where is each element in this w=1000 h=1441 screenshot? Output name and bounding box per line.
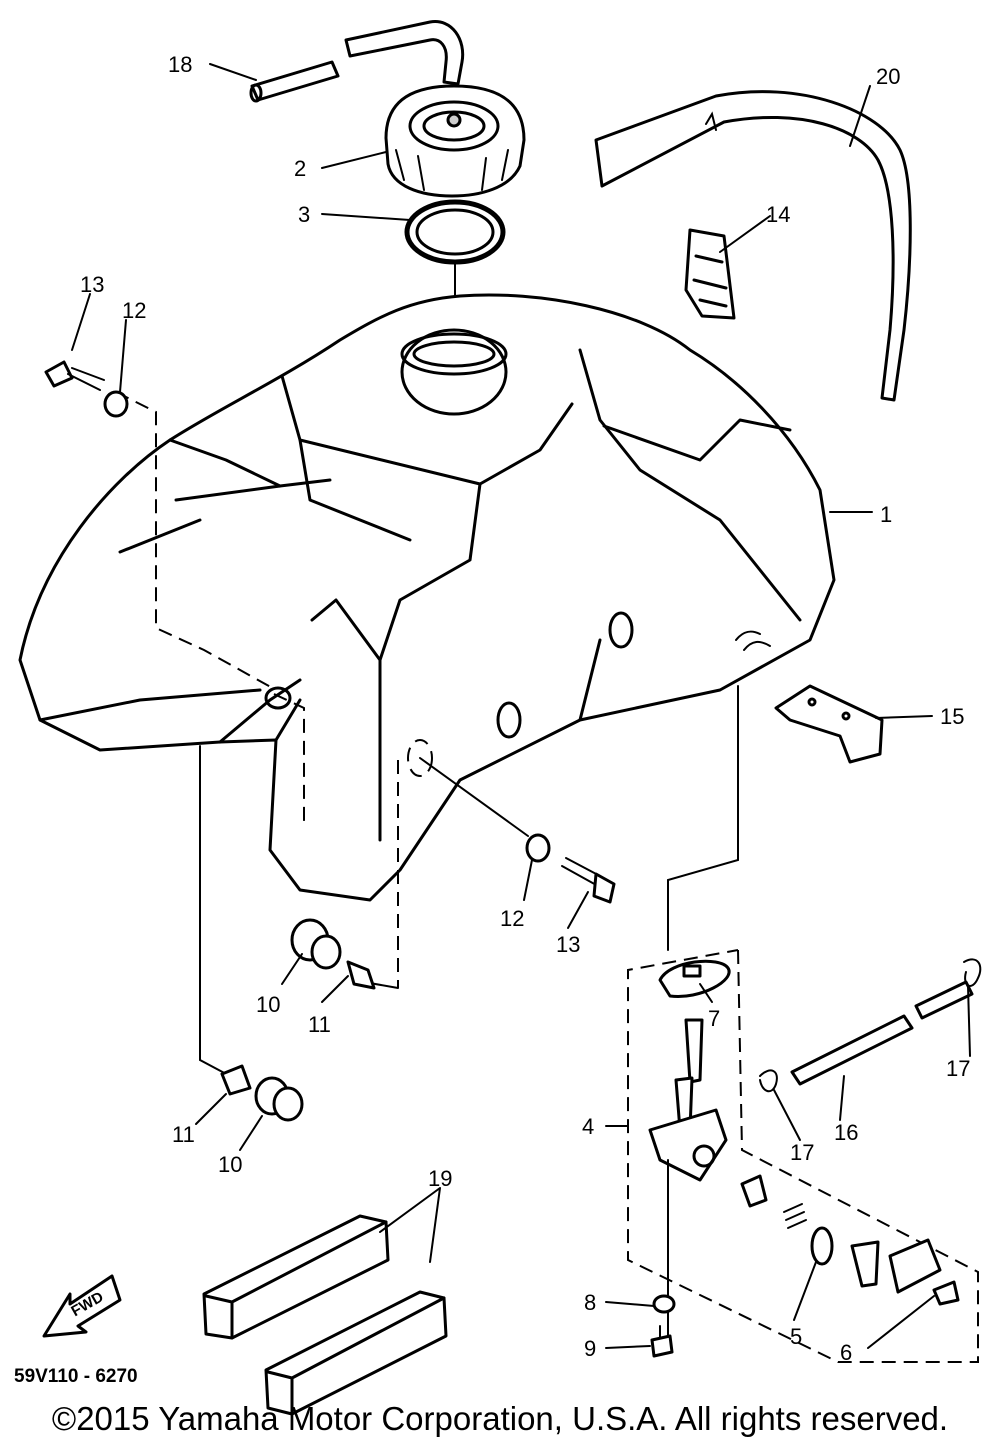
part-3-cap-gasket — [404, 199, 506, 265]
callout-13-upper: 13 — [80, 272, 104, 297]
callout-7: 7 — [708, 1006, 720, 1031]
callout-12-lower: 12 — [500, 906, 524, 931]
part-17-hose-clip-right — [963, 958, 982, 987]
fwd-direction-arrow: FWD — [42, 1274, 122, 1338]
callout-leaders — [71, 63, 971, 1349]
callout-10-upper: 10 — [256, 992, 280, 1017]
callout-16: 16 — [834, 1120, 858, 1145]
part-10-grommet-upper — [290, 918, 342, 970]
callout-10-lower: 10 — [218, 1152, 242, 1177]
callout-1: 1 — [880, 502, 892, 527]
part-9-drain-screw — [650, 1325, 674, 1358]
part-10-grommet-lower — [254, 1076, 304, 1122]
part-16-fuel-hose — [790, 980, 974, 1086]
part-4-internal-parts — [740, 1174, 960, 1306]
callout-17-right: 17 — [946, 1056, 970, 1081]
callout-17-left: 17 — [790, 1140, 814, 1165]
part-14-band-holder — [684, 228, 736, 320]
part-13-bolt-lower — [561, 857, 616, 904]
part-11-collar-upper — [346, 960, 376, 990]
part-2-fuel-tank-cap — [384, 84, 526, 198]
callout-9: 9 — [584, 1336, 596, 1361]
callout-14: 14 — [766, 202, 790, 227]
part-13-bolt-upper — [44, 360, 105, 391]
figure-code: 59V110 - 6270 — [14, 1366, 138, 1387]
part-4-fuel-cock-assy — [648, 1018, 728, 1182]
callout-11-lower: 11 — [172, 1122, 195, 1147]
callout-20: 20 — [876, 64, 900, 89]
callout-12-upper: 12 — [122, 298, 146, 323]
callout-numbers: 18 2 3 20 14 1 15 13 12 12 13 10 11 11 1… — [80, 52, 970, 1365]
part-12-washer-upper — [103, 390, 129, 418]
part-1-fuel-tank — [18, 293, 836, 902]
part-8-drain-gasket — [652, 1294, 676, 1314]
callout-18: 18 — [168, 52, 192, 77]
part-15-damper — [774, 684, 884, 764]
callout-4: 4 — [582, 1114, 594, 1139]
callout-8: 8 — [584, 1290, 596, 1315]
callout-2: 2 — [294, 156, 306, 181]
callout-15: 15 — [940, 704, 964, 729]
copyright-notice: ©2015 Yamaha Motor Corporation, U.S.A. A… — [51, 1400, 949, 1437]
callout-3: 3 — [298, 202, 310, 227]
callout-6: 6 — [840, 1340, 852, 1365]
part-7-cock-gasket — [658, 959, 731, 999]
part-12-washer-lower — [525, 833, 551, 863]
part-18-breather-hose — [249, 20, 465, 103]
part-11-collar-lower — [220, 1064, 252, 1096]
part-17-hose-clip-left — [759, 1069, 778, 1093]
callout-11-upper: 11 — [308, 1012, 331, 1037]
callout-5: 5 — [790, 1324, 802, 1349]
callout-13-lower: 13 — [556, 932, 580, 957]
part-19-seal-blocks — [202, 1214, 448, 1416]
callout-19: 19 — [428, 1166, 452, 1191]
